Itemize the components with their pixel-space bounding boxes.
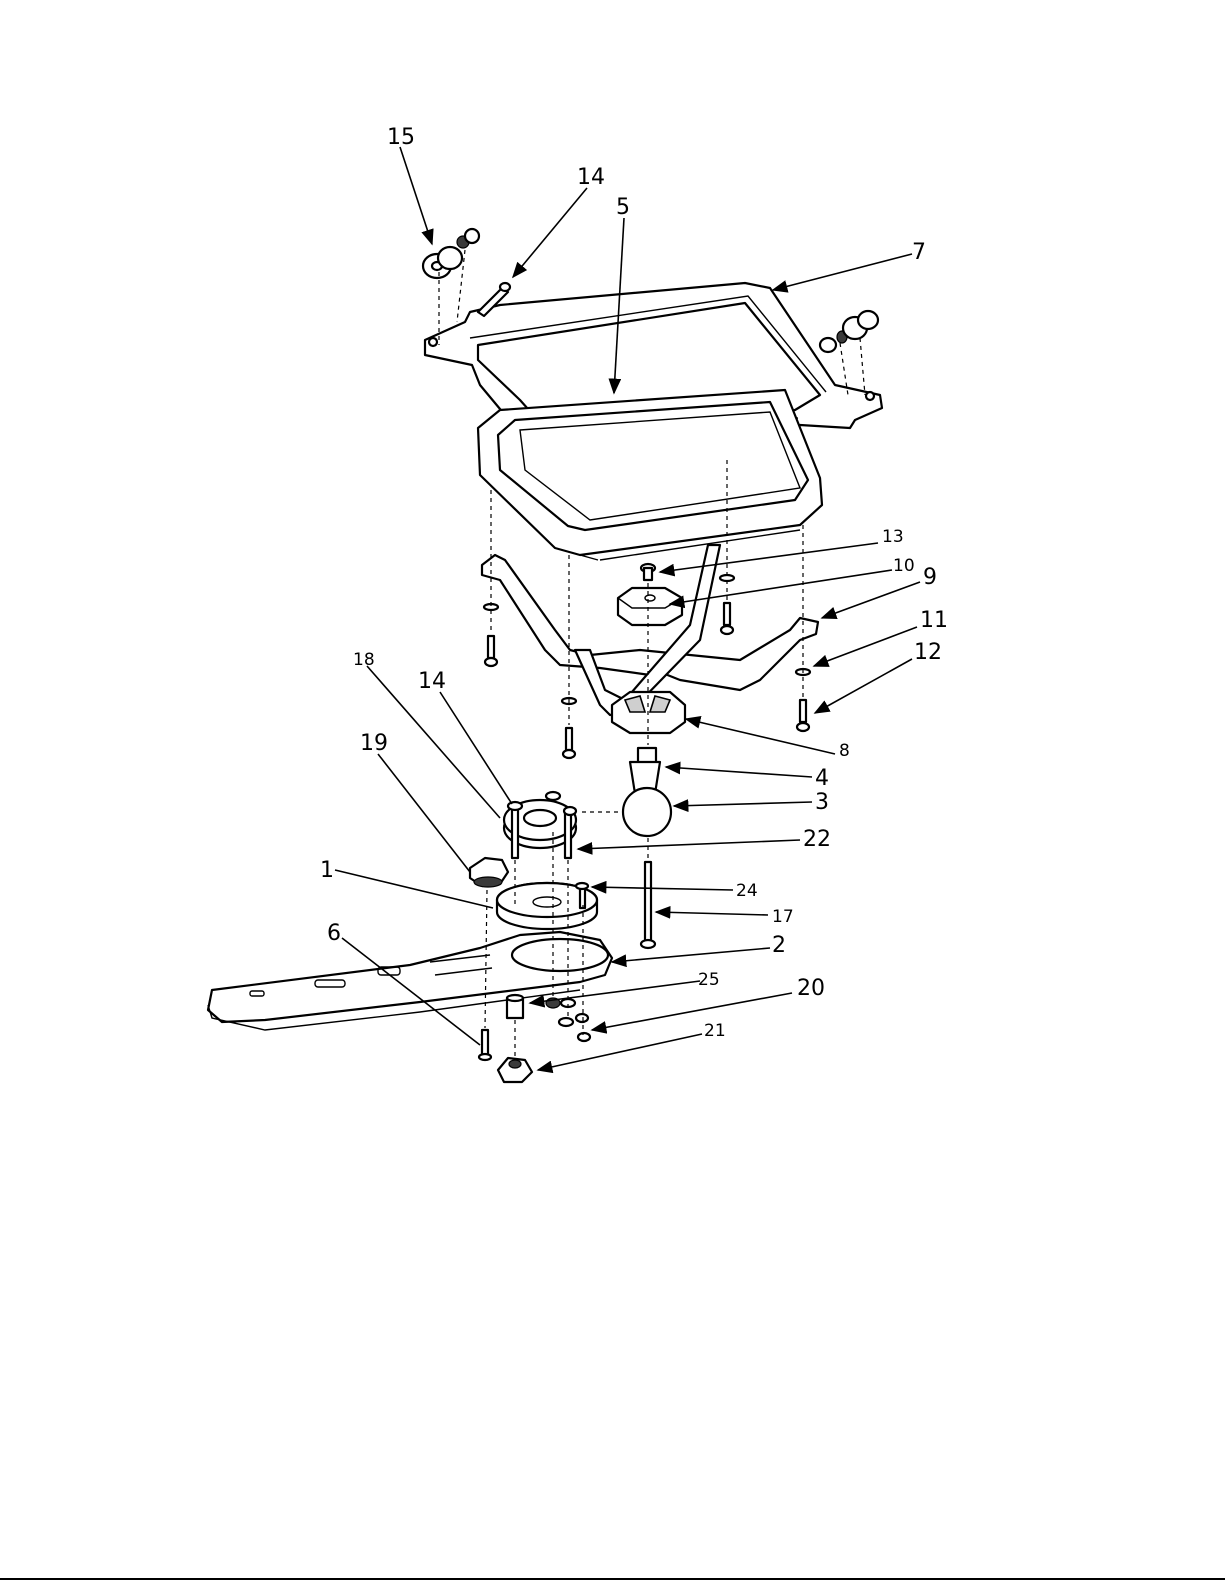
- callout-14-top: 14: [577, 165, 605, 190]
- callout-17: 17: [772, 907, 794, 927]
- knob-part-15-right: [820, 311, 878, 352]
- callout-20: 20: [797, 976, 825, 1001]
- callout-24: 24: [736, 881, 758, 901]
- screw-part-13: [641, 564, 655, 580]
- arm-plate-part-2: [208, 932, 612, 1030]
- octagon-nut-part-10: [618, 588, 682, 625]
- callout-19: 19: [360, 731, 388, 756]
- long-bolt-part-17: [641, 862, 655, 948]
- knob-part-15-left: [423, 229, 479, 278]
- collar-part-18: [504, 792, 576, 858]
- callout-3: 3: [815, 790, 829, 815]
- callout-2: 2: [772, 933, 786, 958]
- callout-5: 5: [616, 195, 630, 220]
- plate-disc-part-1: [497, 883, 597, 929]
- callout-15: 15: [387, 125, 415, 150]
- spacer-part-25: [507, 995, 560, 1018]
- ball-part-3: [623, 788, 671, 836]
- bottom-rule: [0, 1578, 1225, 1580]
- callout-6: 6: [327, 921, 341, 946]
- screw-part-6: [479, 1030, 491, 1060]
- callout-22: 22: [803, 827, 831, 852]
- callout-11: 11: [920, 608, 948, 633]
- callout-10: 10: [893, 556, 915, 576]
- callout-8: 8: [839, 741, 850, 761]
- callout-14-mid: 14: [418, 669, 446, 694]
- callout-4: 4: [815, 766, 829, 791]
- knob-part-21: [498, 1058, 532, 1082]
- callout-1: 1: [320, 858, 334, 883]
- callout-18: 18: [353, 650, 375, 670]
- callout-labels: 15 14 5 7 13 10 9 11 12 18 14 19 8 4 3 2…: [320, 125, 948, 1041]
- tub-part-5: [478, 390, 822, 560]
- callout-12: 12: [914, 640, 942, 665]
- callout-13: 13: [882, 527, 904, 547]
- washer-nut-part-20: [559, 999, 590, 1041]
- callout-7: 7: [912, 240, 926, 265]
- callout-9: 9: [923, 565, 937, 590]
- callout-25: 25: [698, 970, 720, 990]
- knob-part-19: [470, 858, 508, 887]
- callout-21: 21: [704, 1021, 726, 1041]
